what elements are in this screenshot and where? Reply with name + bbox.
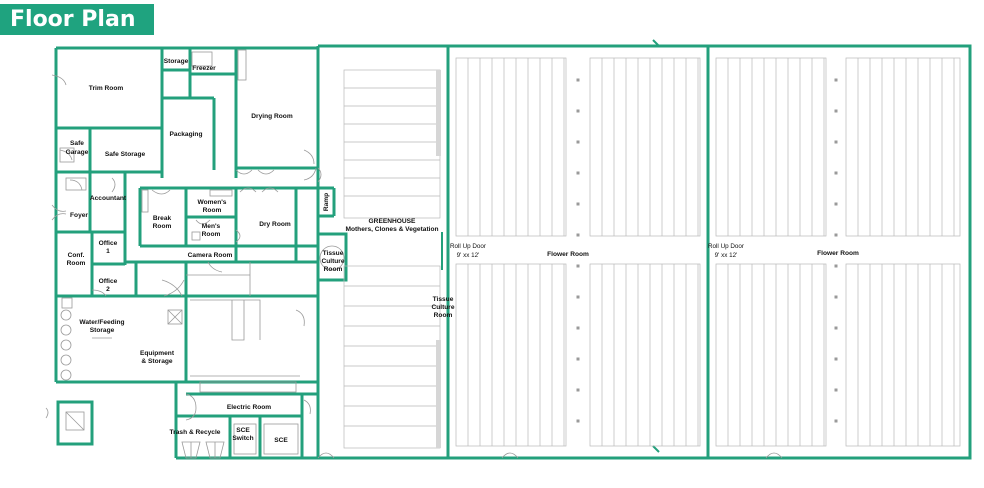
- aisle-marker: [576, 388, 580, 392]
- label-tissue-right-2: Culture: [431, 304, 454, 311]
- aisle-marker: [576, 357, 580, 361]
- label-sce: SCE: [274, 437, 288, 444]
- bench-block: [455, 263, 567, 447]
- label-safe-garage-1: Safe: [70, 140, 84, 147]
- label-roll-up-door-2-a: Roll Up Door: [708, 243, 744, 250]
- label-camera-room: Camera Room: [188, 252, 233, 259]
- label-trim-room: Trim Room: [89, 85, 124, 92]
- label-flower-room-2: Flower Room: [817, 250, 859, 257]
- label-womens-room-2: Room: [203, 207, 222, 214]
- label-mens-room-1: Men's: [202, 223, 221, 230]
- aisle-marker: [576, 295, 580, 299]
- aisle-marker: [834, 202, 838, 206]
- aisle-marker: [834, 388, 838, 392]
- label-break-room-2: Room: [153, 223, 172, 230]
- aisle-marker: [576, 109, 580, 113]
- label-packaging: Packaging: [170, 131, 203, 138]
- label-water-feeding-1: Water/Feeding: [79, 319, 124, 326]
- bench-block: [715, 57, 827, 237]
- aisle-marker: [576, 233, 580, 237]
- bench-block: [455, 57, 567, 237]
- aisle-marker: [834, 171, 838, 175]
- label-tissue-left-3: Room: [324, 266, 343, 273]
- label-roll-up-door-1-a: Roll Up Door: [450, 243, 486, 250]
- label-accountant: Accountant: [90, 195, 127, 202]
- label-roll-up-door-2-b: 9' xx 12': [715, 252, 738, 259]
- aisle-marker: [834, 78, 838, 82]
- label-tissue-left-2: Culture: [321, 258, 344, 265]
- aisle-marker: [576, 78, 580, 82]
- label-sce-switch-1: SCE: [236, 427, 250, 434]
- label-safe-storage: Safe Storage: [105, 151, 146, 158]
- label-trash-recycle: Trash & Recycle: [170, 429, 221, 436]
- label-storage: Storage: [164, 58, 189, 65]
- label-office-2-a: Office: [99, 278, 118, 285]
- building-outline: [54, 39, 972, 460]
- fixtures: [51, 49, 345, 459]
- aisle-marker: [834, 357, 838, 361]
- label-womens-room-1: Women's: [198, 199, 227, 206]
- bench-block: [845, 57, 961, 237]
- bench-block: [589, 263, 701, 447]
- label-dry-room: Dry Room: [259, 221, 291, 228]
- bench-block: [589, 57, 701, 237]
- outbuilding: [45, 400, 94, 446]
- label-mens-room-2: Room: [202, 231, 221, 238]
- aisle-marker: [576, 202, 580, 206]
- label-tissue-right-3: Room: [434, 312, 453, 319]
- label-office-1-b: 1: [106, 248, 110, 255]
- label-tissue-left-1: Tissue: [323, 250, 344, 257]
- exterior-doors: [317, 452, 783, 459]
- label-foyer: Foyer: [70, 212, 88, 219]
- label-flower-room-1: Flower Room: [547, 251, 589, 258]
- aisle-marker: [576, 419, 580, 423]
- processing-wing-walls: [56, 48, 348, 460]
- room-labels: Storage Freezer Trim Room Drying Room Pa…: [66, 58, 859, 444]
- label-electric-room: Electric Room: [227, 404, 271, 411]
- label-safe-garage-2: Garage: [66, 149, 89, 156]
- aisle-marker: [834, 419, 838, 423]
- label-drying-room: Drying Room: [251, 113, 293, 120]
- label-greenhouse-2: Mothers, Clones & Vegetation: [345, 226, 438, 233]
- aisle-marker: [576, 264, 580, 268]
- label-ramp: Ramp: [323, 193, 330, 211]
- aisle-marker: [834, 140, 838, 144]
- label-conf-room-2: Room: [67, 260, 86, 267]
- bench-block: [715, 263, 827, 447]
- aisle-marker: [576, 171, 580, 175]
- aisle-marker: [576, 140, 580, 144]
- aisle-marker: [834, 295, 838, 299]
- aisle-marker: [834, 264, 838, 268]
- label-office-1-a: Office: [99, 240, 118, 247]
- label-greenhouse-1: GREENHOUSE: [369, 218, 416, 225]
- label-roll-up-door-1-b: 9' xx 12': [457, 252, 480, 259]
- label-tissue-right-1: Tissue: [433, 296, 454, 303]
- aisle-marker: [834, 326, 838, 330]
- label-sce-switch-2: Switch: [232, 435, 253, 442]
- aisle-marker: [834, 233, 838, 237]
- flower-room-benches: [455, 57, 961, 447]
- bench-block: [845, 263, 961, 447]
- label-break-room-1: Break: [153, 215, 172, 222]
- label-freezer: Freezer: [192, 65, 216, 72]
- aisle-marker: [834, 109, 838, 113]
- greenhouse-benches: [343, 69, 443, 449]
- label-conf-room-1: Conf.: [68, 252, 85, 259]
- floor-plan-title: Floor Plan: [0, 4, 154, 35]
- label-equipment-1: Equipment: [140, 350, 175, 357]
- label-water-feeding-2: Storage: [90, 327, 115, 334]
- aisle-marker: [576, 326, 580, 330]
- label-equipment-2: & Storage: [141, 358, 172, 365]
- label-office-2-b: 2: [106, 286, 110, 293]
